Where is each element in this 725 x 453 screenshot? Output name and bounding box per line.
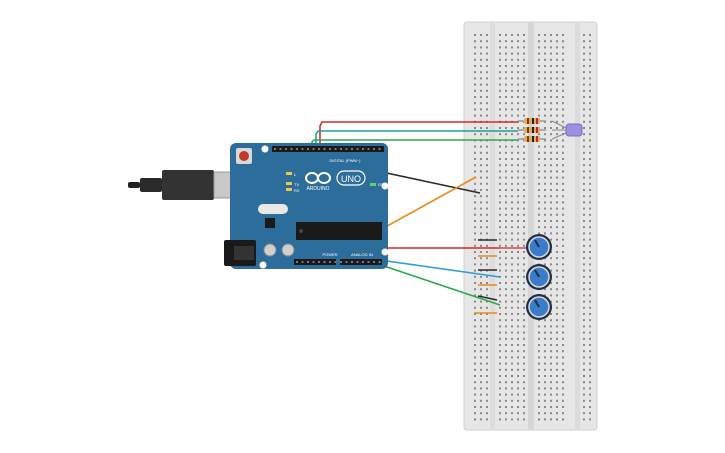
resistor-3[interactable]	[518, 136, 546, 142]
wire-red-top	[319, 121, 518, 150]
potentiometer-3[interactable]	[526, 294, 552, 320]
potentiometer-1[interactable]	[526, 234, 552, 260]
digital-label: DIGITAL (PWM~)	[330, 158, 362, 163]
wire-green-a2	[374, 262, 501, 306]
arduino-uno[interactable]: UNO ARDUINO DIGITAL (PWM~) TX RX L ON PO…	[224, 143, 389, 269]
resistor-1[interactable]	[518, 118, 546, 124]
wire-blue-a1	[379, 259, 501, 278]
brand-label: ARDUINO	[306, 186, 329, 192]
tx-label: TX	[294, 182, 299, 187]
rgb-led[interactable]	[551, 120, 583, 140]
breadboard[interactable]	[463, 21, 598, 431]
reset-button[interactable]	[236, 148, 252, 164]
wire-teal-top	[315, 130, 518, 150]
l-label: L	[294, 172, 297, 177]
power-jack[interactable]	[224, 240, 256, 266]
power-label: POWER	[322, 252, 337, 257]
analog-label: ANALOG IN	[351, 252, 373, 257]
potentiometer-2[interactable]	[526, 264, 552, 290]
arduino-logo	[305, 170, 366, 186]
logo-text: UNO	[341, 174, 361, 184]
resistor-2[interactable]	[518, 127, 546, 133]
breadboard-holes	[474, 34, 591, 421]
usb-cable[interactable]	[128, 170, 243, 200]
on-label: ON	[378, 182, 384, 187]
rx-label: RX	[294, 188, 300, 193]
